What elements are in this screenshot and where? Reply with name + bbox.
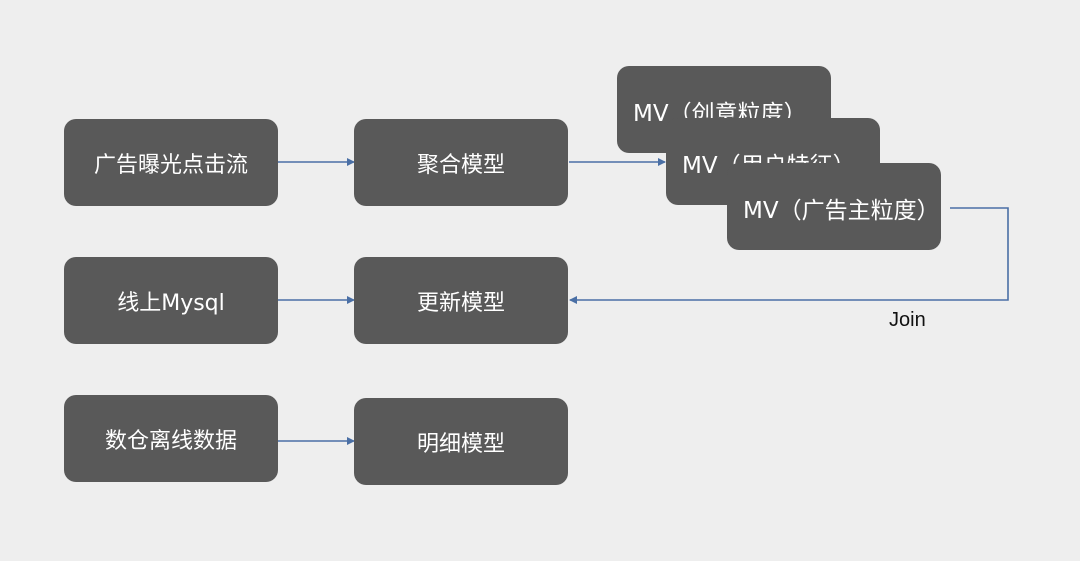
edge-join-mv-to-update [569, 207, 1009, 304]
node-ad-exposure-click-stream: 广告曝光点击流 [64, 119, 278, 206]
join-edge-label: Join [889, 309, 926, 331]
node-online-mysql: 线上Mysql [64, 257, 278, 344]
node-update-model: 更新模型 [354, 257, 568, 344]
node-mv-advertiser: MV（广告主粒度） [727, 163, 941, 250]
node-aggregate-model: 聚合模型 [354, 119, 568, 206]
node-warehouse-offline-data: 数仓离线数据 [64, 395, 278, 482]
node-detail-model: 明细模型 [354, 398, 568, 485]
